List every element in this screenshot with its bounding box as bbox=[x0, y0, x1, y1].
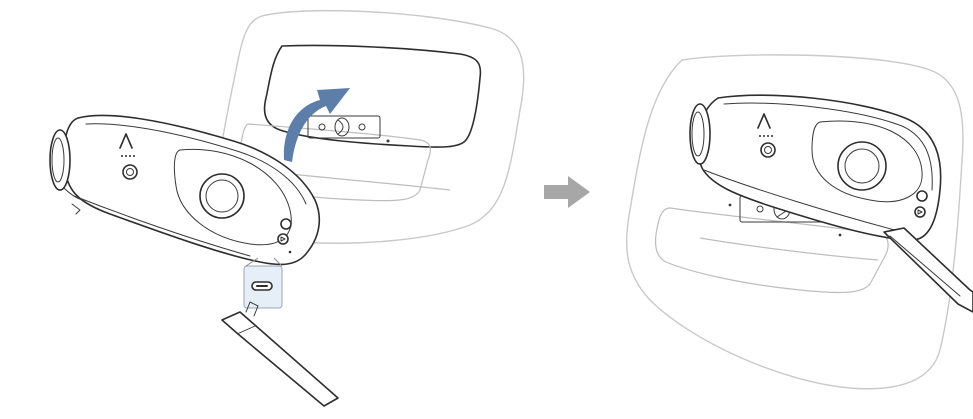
right-arrow-icon bbox=[544, 176, 590, 208]
small-button bbox=[123, 165, 137, 179]
step-2-group bbox=[627, 55, 973, 389]
step-1-group bbox=[50, 11, 524, 406]
usb-cable-icon bbox=[222, 302, 338, 406]
usb-c-port-icon bbox=[252, 282, 272, 290]
main-lens bbox=[200, 174, 244, 218]
